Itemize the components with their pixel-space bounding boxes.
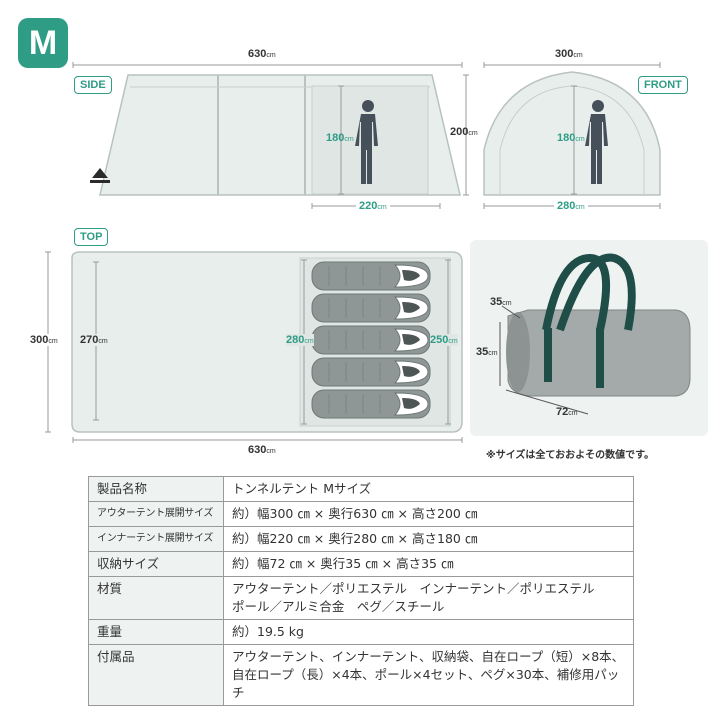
person-silhouette-side: [355, 100, 378, 184]
spec-value-line: ポール／アルミ合金 ペグ／スチール: [232, 599, 445, 614]
spec-value-line: 自在ロープ（長）×4本、ポール×4セット、ペグ×30本、補修用パッチ: [232, 667, 620, 700]
spec-key: 材質: [88, 576, 224, 620]
dim-front-inner-width: 280cm: [554, 200, 588, 212]
dim-front-person-height: 180cm: [557, 132, 585, 144]
person-silhouette-front: [585, 100, 608, 184]
sleeping-bag: [311, 293, 431, 323]
sleeping-bag: [311, 261, 431, 291]
spec-key: 重量: [88, 619, 224, 645]
table-row: アウターテント展開サイズ 約）幅300 ㎝ × 奥行630 ㎝ × 高さ200 …: [88, 501, 634, 527]
spec-key: インナーテント展開サイズ: [88, 526, 224, 552]
dim-top-inner-depth: 270cm: [80, 334, 108, 346]
dim-bag-depth: 35cm: [490, 296, 512, 308]
dim-bag-height: 35cm: [476, 346, 498, 358]
spec-value: 約）幅300 ㎝ × 奥行630 ㎝ × 高さ200 ㎝: [223, 501, 634, 527]
sleeping-bag: [311, 357, 431, 387]
brand-logo: [90, 168, 110, 183]
dim-side-length: 630cm: [248, 48, 276, 60]
side-label: SIDE: [74, 76, 112, 94]
table-row: 製品名称 トンネルテント Mサイズ: [88, 476, 634, 502]
table-row: 付属品 アウターテント、インナーテント、収納袋、自在ロープ（短）×8本、 自在ロ…: [88, 644, 634, 706]
spec-table: 製品名称 トンネルテント Mサイズ アウターテント展開サイズ 約）幅300 ㎝ …: [88, 476, 634, 706]
front-label: FRONT: [638, 76, 688, 94]
dim-bag-width: 72cm: [556, 406, 578, 418]
dim-top-length: 630cm: [248, 444, 276, 456]
spec-value: トンネルテント Mサイズ: [223, 476, 634, 502]
spec-value-line: アウターテント／ポリエステル インナーテント／ポリエステル: [232, 581, 595, 596]
tent-diagram: [45, 62, 708, 443]
size-note: ※サイズは全ておおよその数値です。: [486, 450, 655, 461]
spec-key: 付属品: [88, 644, 224, 706]
spec-value: アウターテント／ポリエステル インナーテント／ポリエステル ポール／アルミ合金 …: [223, 576, 634, 620]
top-view-drawing: [71, 251, 463, 433]
dim-top-bed-width: 250cm: [430, 334, 458, 346]
dim-side-person-height: 180cm: [326, 132, 354, 144]
dim-top-depth: 300cm: [30, 334, 58, 346]
sleeping-bag: [311, 325, 431, 355]
storage-bag-drawing: [470, 240, 708, 436]
spec-value: 約）幅72 ㎝ × 奥行35 ㎝ × 高さ35 ㎝: [223, 551, 634, 577]
dim-top-bed-length: 280cm: [286, 334, 314, 346]
sleeping-bags: [311, 261, 431, 419]
spec-value-line: アウターテント、インナーテント、収納袋、自在ロープ（短）×8本、: [232, 649, 625, 664]
dim-front-width: 300cm: [555, 48, 583, 60]
sleeping-bag: [311, 389, 431, 419]
dim-side-height: 200cm: [450, 126, 478, 138]
size-badge: M: [18, 18, 68, 68]
table-row: 収納サイズ 約）幅72 ㎝ × 奥行35 ㎝ × 高さ35 ㎝: [88, 551, 634, 577]
table-row: 材質 アウターテント／ポリエステル インナーテント／ポリエステル ポール／アルミ…: [88, 576, 634, 620]
spec-value: 約）幅220 ㎝ × 奥行280 ㎝ × 高さ180 ㎝: [223, 526, 634, 552]
spec-value: 約）19.5 kg: [223, 619, 634, 645]
dim-side-inner-length: 220cm: [356, 200, 390, 212]
spec-key: アウターテント展開サイズ: [88, 501, 224, 527]
top-label: TOP: [74, 228, 109, 246]
table-row: 重量 約）19.5 kg: [88, 619, 634, 645]
spec-key: 製品名称: [88, 476, 224, 502]
table-row: インナーテント展開サイズ 約）幅220 ㎝ × 奥行280 ㎝ × 高さ180 …: [88, 526, 634, 552]
spec-value: アウターテント、インナーテント、収納袋、自在ロープ（短）×8本、 自在ロープ（長…: [223, 644, 634, 706]
side-view-drawing: [90, 74, 461, 196]
spec-key: 収納サイズ: [88, 551, 224, 577]
